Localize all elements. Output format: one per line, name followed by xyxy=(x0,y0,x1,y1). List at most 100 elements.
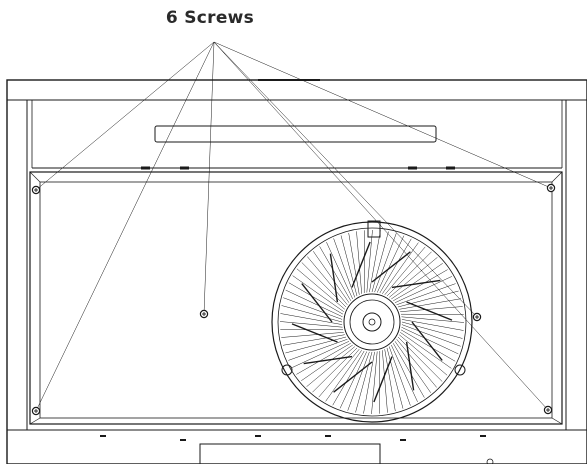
fan-blade xyxy=(379,238,412,294)
fan-blade xyxy=(318,349,360,398)
fan-blade xyxy=(401,319,464,331)
fan-blade xyxy=(401,324,461,347)
fan-blade xyxy=(386,347,404,409)
screw-top-right-icon xyxy=(546,183,556,193)
fan-blade xyxy=(392,343,425,398)
fan-blade xyxy=(325,350,362,402)
fan-blade-rib xyxy=(406,301,453,321)
fan-hub xyxy=(362,312,382,332)
fan-blade xyxy=(283,297,343,320)
fan-blade-rib xyxy=(301,283,333,323)
fan-blade xyxy=(332,350,365,406)
fan-blade xyxy=(400,306,463,312)
fan-blade xyxy=(396,283,456,306)
fan-blade-rib xyxy=(405,341,415,391)
screws-callout-label: 6 Screws xyxy=(165,8,255,28)
fan-blade-rib xyxy=(411,321,443,361)
fan-blade xyxy=(369,230,381,293)
fan-blade xyxy=(400,329,456,362)
fan-blade xyxy=(285,336,347,354)
screw-bottom-right-icon xyxy=(543,405,553,415)
fan-blade xyxy=(397,336,443,382)
fan-blade xyxy=(296,268,345,310)
mounting-frame xyxy=(29,171,563,425)
fan-blade xyxy=(279,321,343,328)
screw-top-left-icon xyxy=(31,185,41,195)
fan-blade xyxy=(301,262,347,308)
fan-blade xyxy=(389,257,438,298)
fan-blade xyxy=(306,346,355,387)
fan-blade xyxy=(312,347,358,393)
fan-blade xyxy=(281,332,344,338)
leader-line-screw-bottom-right xyxy=(213,41,549,411)
fan-blade xyxy=(282,334,345,346)
fan-blade xyxy=(401,321,463,339)
fan-blade xyxy=(296,342,351,375)
fan-blade xyxy=(280,313,343,325)
leader-line-screw-top-left xyxy=(35,41,215,191)
fan-blade xyxy=(391,262,443,300)
fan-blade xyxy=(333,238,356,298)
front-panel xyxy=(31,100,563,170)
fan-blade xyxy=(371,231,389,293)
screw-bottom-left-icon xyxy=(31,406,41,416)
fan-blade xyxy=(376,235,405,293)
fan-blade-rib xyxy=(391,279,441,289)
fan-blade xyxy=(348,232,360,295)
fan-blade xyxy=(281,305,343,323)
fan-blade-rib xyxy=(333,361,373,393)
fan-blade xyxy=(374,233,397,293)
fan-blade xyxy=(386,251,432,297)
fan-blade xyxy=(301,344,353,382)
fan-blade xyxy=(394,276,453,303)
fan-blade xyxy=(288,282,344,315)
screws xyxy=(31,183,556,416)
fan-blade xyxy=(400,332,452,369)
leader-line-screw-top-right xyxy=(213,41,552,189)
fan-tab xyxy=(367,220,381,238)
leader-line-screw-center xyxy=(203,41,215,315)
leader-line-screw-bottom-left xyxy=(35,41,215,412)
fan-blade xyxy=(355,351,373,413)
fan-blade-rib xyxy=(371,251,411,283)
fan-blades xyxy=(279,229,465,415)
fan-blade xyxy=(356,231,362,294)
fan-blade xyxy=(312,251,350,303)
fan-blade-rib xyxy=(373,356,393,403)
fan-blade-rib xyxy=(351,241,371,288)
fan-blade xyxy=(384,349,396,412)
fan-blade xyxy=(397,290,459,308)
fan-blade xyxy=(285,289,343,318)
fan-blade xyxy=(326,241,353,300)
fan-blade xyxy=(307,256,348,305)
fan-blade xyxy=(394,341,432,393)
callout-leader-lines xyxy=(35,41,552,412)
fan-blade xyxy=(396,339,437,388)
fan-blade xyxy=(339,351,368,409)
fan-blade xyxy=(319,246,352,301)
fan-blade xyxy=(291,341,350,368)
fan-blade xyxy=(292,275,344,312)
screw-center-icon xyxy=(199,309,209,319)
fan-blade xyxy=(391,344,418,403)
leader-line-screw-fan-right xyxy=(213,41,478,318)
fan-blade xyxy=(347,351,370,411)
fan-blade xyxy=(371,351,378,415)
fan-blade xyxy=(382,242,419,294)
control-slot xyxy=(154,125,437,143)
fan-assembly xyxy=(271,220,473,423)
bottom-strip xyxy=(100,435,494,464)
fan-blade xyxy=(384,246,426,295)
hood-body xyxy=(6,79,587,464)
fan-blade xyxy=(340,235,358,297)
fan-blade xyxy=(366,229,373,293)
fan-blade-rib xyxy=(329,253,339,303)
fan-blade xyxy=(288,338,348,361)
fan-blade xyxy=(363,351,375,414)
fan-blade xyxy=(399,334,448,376)
screw-fan-right-icon xyxy=(472,312,482,322)
fan-blade xyxy=(401,316,465,323)
fan-blade xyxy=(382,350,388,413)
fan-blade xyxy=(388,346,411,406)
